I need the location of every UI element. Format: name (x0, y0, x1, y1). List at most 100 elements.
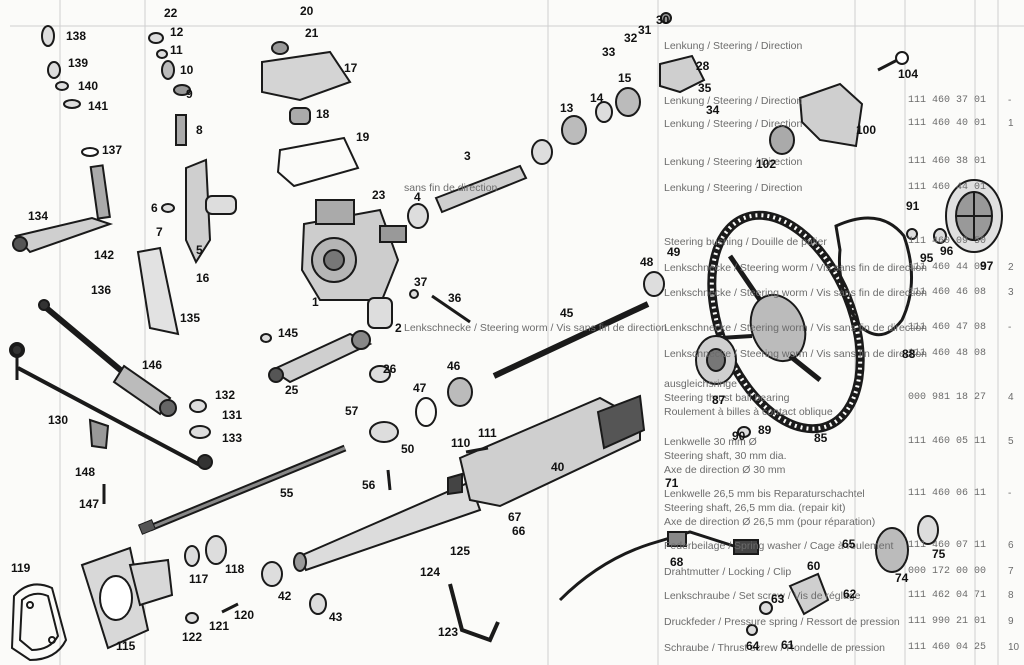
callout-label: 40 (551, 460, 565, 474)
callout-label: 26 (383, 362, 397, 376)
bg-part-number: 111 460 48 08 (908, 348, 987, 359)
callout-label: 120 (234, 608, 255, 622)
callout-label: 66 (512, 524, 526, 538)
bg-row: Lenkschnecke / Steering worm / Vis sans … (664, 322, 928, 334)
bg-index: 2 (1008, 262, 1014, 273)
bg-part-number: 000 172 00 00 (908, 566, 987, 577)
bg-row: Steering bushing / Douille de palier (664, 236, 827, 248)
bg-row: Schraube / Thrust screw / Rondelle de pr… (664, 642, 886, 654)
callout-label: 22 (164, 6, 178, 20)
bg-part-number: 000 981 18 27 (908, 392, 987, 403)
callout-label: 60 (807, 559, 821, 573)
callout-label: 62 (843, 587, 857, 601)
callout-label: 37 (414, 275, 428, 289)
switch-60 (788, 515, 939, 616)
bg-row: Lenkung / Steering / Direction (664, 40, 803, 52)
callout-label: 43 (329, 610, 343, 624)
flange-housing-115 (80, 546, 174, 650)
callout-label: 132 (215, 388, 236, 402)
callout-label: 48 (640, 255, 654, 269)
bg-row: Lenkung / Steering / Direction (664, 182, 803, 194)
callout-label: 100 (856, 123, 877, 137)
bg-row: Lenkschnecke / Steering worm / Vis sans … (664, 262, 928, 274)
switch-28 (659, 12, 706, 94)
bg-row: Axe de direction Ø 26,5 mm (pour réparat… (664, 516, 876, 528)
bg-part-number: 111 460 06 11 (908, 488, 987, 499)
callout-label: 34 (706, 103, 720, 117)
bg-row: Lenkung / Steering / Direction (664, 118, 803, 130)
bg-part-number: 111 460 47 08 (908, 322, 987, 333)
callout-label: 122 (182, 630, 203, 644)
callout-label: 131 (222, 408, 243, 422)
bg-row: Federbeilage / Spring washer / Cage à ro… (664, 540, 894, 552)
callout-label: 138 (66, 29, 87, 43)
callout-label: 71 (665, 476, 679, 490)
shaft-55 (137, 444, 347, 535)
callout-label: 145 (278, 326, 299, 340)
callout-label: 30 (656, 13, 670, 27)
callout-label: 23 (372, 188, 386, 202)
callout-label: 142 (94, 248, 115, 262)
callout-label: 25 (285, 383, 299, 397)
callout-label: 140 (78, 79, 99, 93)
callout-label: 9 (186, 87, 193, 101)
ignition-lock-100 (769, 51, 909, 155)
hub-87 (695, 335, 737, 385)
callout-label: 139 (68, 56, 89, 70)
callout-label: 75 (932, 547, 946, 561)
worm-shaft-45 (447, 271, 665, 407)
bg-index: 1 (1008, 118, 1014, 129)
bg-index: - (1008, 322, 1012, 333)
bg-index: 3 (1008, 287, 1014, 298)
bg-part-number: 111 460 37 01 (908, 95, 987, 106)
callout-label: 5 (196, 243, 203, 257)
callout-label: 4 (414, 190, 421, 204)
callout-label: 11 (170, 43, 183, 57)
callout-label: 74 (895, 571, 909, 585)
callout-label: 64 (746, 639, 760, 653)
bg-index: 8 (1008, 590, 1014, 601)
steering-gearbox-1 (300, 199, 407, 329)
horn-button-97 (945, 179, 1003, 253)
callout-label: 121 (209, 619, 230, 633)
bg-row: Lenkung / Steering / Direction (664, 95, 803, 107)
callout-label: 61 (781, 638, 795, 652)
bg-index: 5 (1008, 436, 1014, 447)
callout-label: 125 (450, 544, 471, 558)
callout-label: 124 (420, 565, 441, 579)
callout-label: 146 (142, 358, 163, 372)
bg-part-number: 111 460 44 08 (908, 262, 987, 273)
callout-label: 134 (28, 209, 49, 223)
callout-label: 18 (316, 107, 330, 121)
bg-row: Axe de direction Ø 30 mm (664, 464, 786, 476)
bg-row: Steering thrust ball bearing (664, 392, 790, 404)
callout-label: 148 (75, 465, 96, 479)
callout-label: 36 (448, 291, 462, 305)
bg-row: Druckfeder / Pressure spring / Ressort d… (664, 616, 900, 628)
worm-shaft-3 (407, 87, 641, 229)
bg-row: Lenkwelle 26,5 mm bis Reparaturschachtel (664, 488, 865, 500)
callout-label: 67 (508, 510, 522, 524)
bg-part-number: 111 460 09 50 (908, 236, 987, 247)
callout-label: 20 (300, 4, 314, 18)
callout-label: 50 (401, 442, 415, 456)
cable-68 (558, 530, 759, 602)
callout-label: 47 (413, 381, 427, 395)
callout-label: 12 (170, 25, 184, 39)
callout-label: 119 (11, 561, 31, 575)
arm-134 (12, 147, 114, 254)
bg-index: - (1008, 488, 1012, 499)
callout-label: 1 (312, 295, 319, 309)
callout-label: 141 (88, 99, 109, 113)
bg-part-number: 111 990 21 01 (908, 616, 987, 627)
callout-label: 15 (618, 71, 632, 85)
bg-index: 6 (1008, 540, 1014, 551)
callout-label: 117 (189, 572, 209, 586)
small-parts (41, 25, 947, 643)
callout-label: 13 (560, 101, 574, 115)
callout-label: 95 (920, 251, 934, 265)
bg-row: Lenkschnecke / Steering worm / Vis sans … (664, 287, 928, 299)
callout-label: 19 (356, 130, 370, 144)
